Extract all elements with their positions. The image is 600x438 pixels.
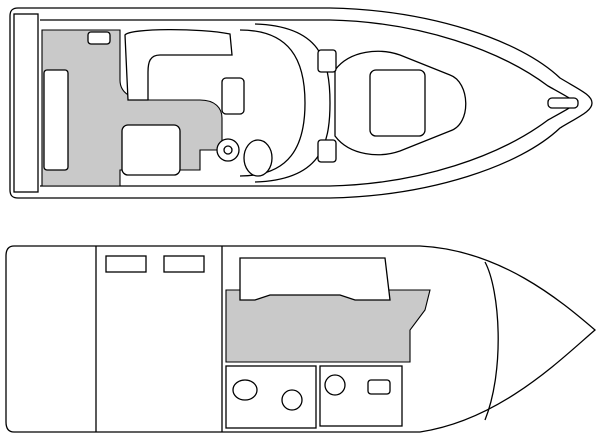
cleat-stbd [317,139,337,163]
windshield [239,29,306,177]
bow-anchor-pulpit [547,97,579,109]
sink [281,389,303,411]
port-window-1 [105,255,147,273]
cleat-port [317,49,337,73]
dash-console [243,139,273,177]
stove [367,379,391,395]
foredeck-sunpad [369,69,426,137]
companion-seat [121,124,181,176]
deck-plan-view [9,7,593,199]
toilet [232,379,258,401]
transom-fitting [87,31,111,45]
cabin-plan-view [5,245,596,433]
galley-counter [319,365,403,427]
windshield-frame [254,23,331,183]
cabin-floor [225,289,431,363]
foredeck-hatch [334,50,467,156]
galley-settee [239,257,391,301]
aft-bench-seat [43,69,69,171]
swim-platform [13,13,39,193]
galley-sink [324,374,346,396]
port-window-2 [163,255,205,273]
helm-console [221,77,245,115]
head-compartment [225,365,317,429]
helm-seat-l [124,28,233,101]
steering-wheel [216,138,240,162]
vberth-line [484,261,499,421]
steering-hub [223,145,233,155]
